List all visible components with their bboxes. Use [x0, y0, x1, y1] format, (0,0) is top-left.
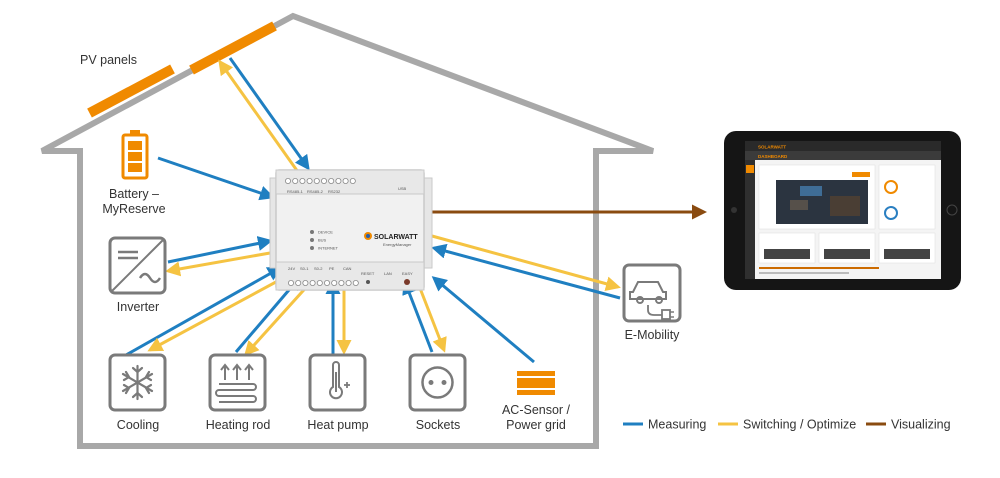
top-label-rs232: RS232 — [328, 189, 341, 194]
led-label-bus: BUS — [318, 238, 327, 243]
ac-sensor-label-line1: AC-Sensor / — [502, 403, 571, 417]
terminal-screw — [335, 177, 342, 184]
device-product: EnergyManager — [383, 242, 412, 247]
terminal-screw — [331, 279, 338, 286]
connection-arrows — [125, 57, 707, 364]
pv-panel-left — [87, 64, 175, 118]
device-brand: SOLARWATT — [374, 234, 418, 241]
terminal-screw — [342, 177, 349, 184]
reset-button[interactable] — [366, 280, 370, 284]
heating-rod-icon — [208, 353, 267, 412]
legend-label-measuring: Measuring — [648, 418, 706, 432]
terminal-screw — [299, 177, 306, 184]
legend-label-visualizing: Visualizing — [891, 418, 951, 432]
terminal-screw — [306, 177, 313, 184]
battery-label-line1: Battery – — [109, 187, 159, 201]
terminal-screw — [349, 177, 356, 184]
tablet-brand: SOLARWATT — [758, 145, 786, 150]
led-device — [310, 230, 314, 234]
pv-panels-label: PV panels — [80, 53, 137, 67]
thermometer-icon — [308, 353, 367, 412]
top-label-rs485-1: RS485-1 — [287, 189, 304, 194]
tablet-home-button[interactable] — [946, 204, 958, 216]
terminal-screw — [284, 177, 291, 184]
tablet-screen-title: DASHBOARD — [758, 154, 788, 159]
tablet: SOLARWATT DASHBOARD — [724, 131, 961, 290]
terminal-screw — [328, 177, 335, 184]
terminal-screw — [316, 279, 323, 286]
terminal-screw — [320, 177, 327, 184]
reset-label: RESET — [361, 271, 375, 276]
battery-icon — [121, 130, 149, 180]
ac-sensor-label-line2: Power grid — [506, 418, 566, 432]
legend-label-switching: Switching / Optimize — [743, 418, 856, 432]
led-label-device: DEVICE — [318, 230, 333, 235]
terminal-screw — [287, 279, 294, 286]
bottom-label-24v: 24V — [288, 266, 295, 271]
bottom-label-s0-2: S0-2 — [314, 266, 323, 271]
terminal-screw — [345, 279, 352, 286]
battery-label-line2: MyReserve — [102, 202, 165, 216]
tablet-camera-icon — [731, 207, 737, 213]
heating-rod-label: Heating rod — [206, 418, 271, 432]
energy-manager-device: RS485-1 RS485-2 RS232 USB DEVICE BUS INT… — [269, 169, 433, 291]
legend: Measuring Switching / Optimize Visualizi… — [623, 418, 951, 432]
bottom-label-can: CAN — [343, 266, 352, 271]
easy-button[interactable] — [404, 279, 410, 285]
bottom-label-s0-1: S0-1 — [300, 266, 309, 271]
terminal-screw — [295, 279, 302, 286]
terminal-screw — [323, 279, 330, 286]
terminal-screw — [352, 279, 359, 286]
car-icon — [622, 263, 682, 323]
pv-panel-right — [189, 21, 277, 75]
inverter-icon — [108, 236, 167, 295]
top-label-rs485-2: RS485-2 — [307, 189, 324, 194]
sockets-label: Sockets — [416, 418, 460, 432]
easy-label: EASY — [402, 271, 413, 276]
terminal-screw — [309, 279, 316, 286]
top-terminal-block — [284, 177, 356, 184]
led-label-internet: INTERNET — [318, 246, 339, 251]
bottom-terminal-block — [287, 279, 359, 286]
heat-pump-label: Heat pump — [307, 418, 368, 432]
cooling-label: Cooling — [117, 418, 159, 432]
inverter-label: Inverter — [117, 300, 159, 314]
emobility-label: E-Mobility — [625, 328, 681, 342]
terminal-screw — [313, 177, 320, 184]
house-outline — [40, 12, 655, 449]
terminal-screw — [292, 177, 299, 184]
usb-label: USB — [398, 186, 407, 191]
led-internet — [310, 246, 314, 250]
terminal-screw — [338, 279, 345, 286]
lan-label: LAN — [384, 271, 392, 276]
led-bus — [310, 238, 314, 242]
snowflake-icon — [108, 353, 167, 412]
sensor-icon — [517, 371, 555, 395]
bottom-label-pe: PE — [329, 266, 335, 271]
terminal-screw — [302, 279, 309, 286]
socket-icon — [408, 353, 467, 412]
